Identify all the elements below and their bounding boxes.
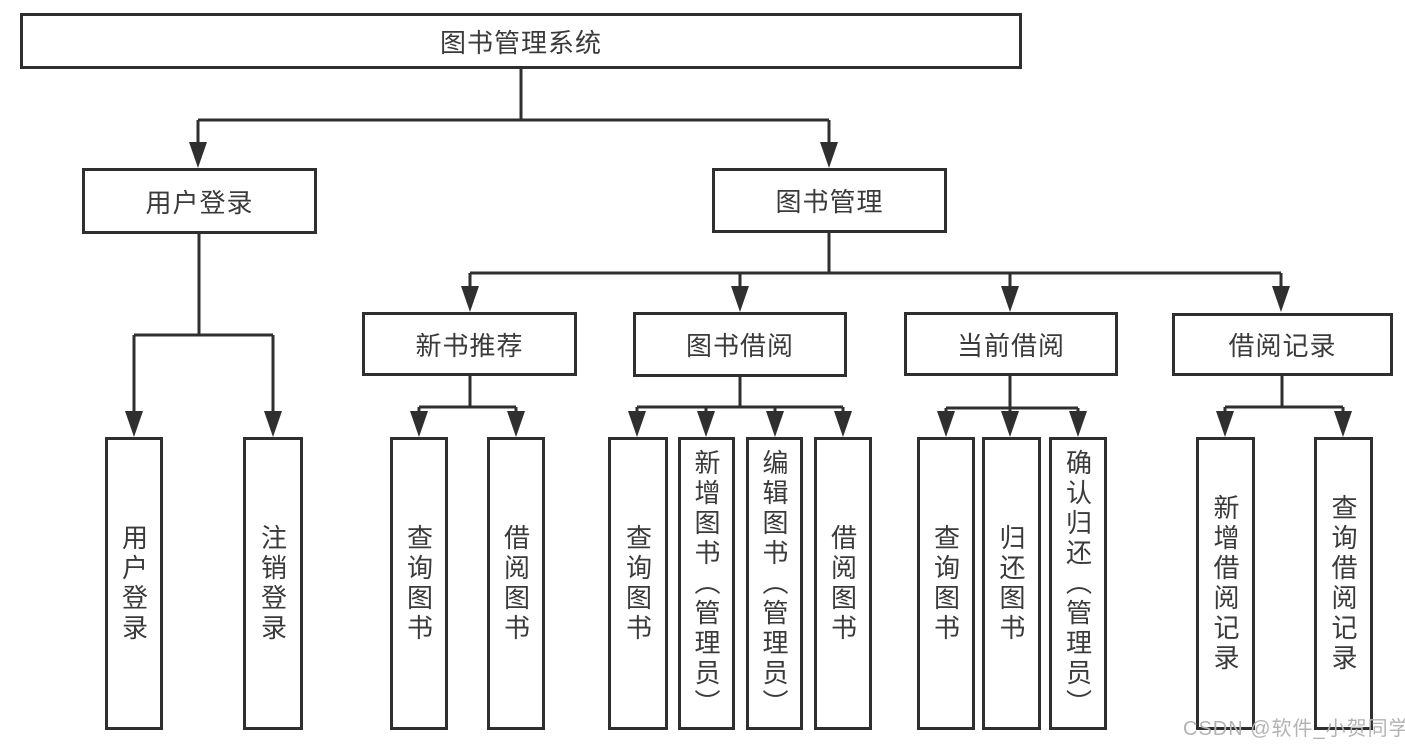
node-label: 新书推荐 xyxy=(415,330,524,361)
connector-borrow-to-leaves xyxy=(635,377,845,414)
leaf-logout: 注销登录 xyxy=(243,437,303,730)
node-label: 查询图书 xyxy=(403,523,434,644)
arrow-down-icon xyxy=(820,142,838,168)
node-label: 借阅图书 xyxy=(500,523,531,644)
node-borrow-records: 借阅记录 xyxy=(1172,313,1393,376)
connector-userlogin-to-leaves xyxy=(132,234,275,414)
node-label: 图书管理系统 xyxy=(439,27,602,58)
leaf-query-book-borrow: 查询图书 xyxy=(608,437,668,730)
leaf-borrow-book: 借阅图书 xyxy=(814,437,872,730)
arrow-down-icon xyxy=(1216,411,1234,437)
node-new-book-recommend: 新书推荐 xyxy=(362,312,577,376)
leaf-query-borrow-record: 查询借阅记录 xyxy=(1314,437,1373,730)
arrow-down-icon xyxy=(1001,286,1019,312)
connector-root-to-level1 xyxy=(196,69,831,145)
node-label: 用户登录 xyxy=(118,523,149,644)
leaf-add-book-admin: 新增图书（管理员） xyxy=(678,437,735,730)
arrow-down-icon xyxy=(125,411,143,437)
arrow-down-icon xyxy=(410,411,428,437)
node-label: 确认归还（管理员） xyxy=(1062,448,1093,719)
node-label: 查询图书 xyxy=(622,523,653,644)
node-label: 当前借阅 xyxy=(956,330,1065,361)
watermark: CSDN @软件_小贺同学 xyxy=(1183,718,1405,740)
node-label: 新增图书（管理员） xyxy=(691,448,721,719)
node-library-management-system: 图书管理系统 xyxy=(20,13,1022,69)
connector-recommend-to-leaves xyxy=(417,376,518,414)
leaf-add-borrow-record: 新增借阅记录 xyxy=(1196,437,1255,730)
arrow-down-icon xyxy=(1334,411,1352,437)
node-label: 图书管理 xyxy=(775,187,884,217)
node-label: 图书借阅 xyxy=(685,331,794,361)
leaf-return-book: 归还图书 xyxy=(982,437,1041,730)
node-current-borrow: 当前借阅 xyxy=(904,312,1118,376)
node-label: 注销登录 xyxy=(257,523,288,644)
node-label: 归还图书 xyxy=(996,523,1026,644)
arrow-down-icon xyxy=(507,411,525,437)
arrow-down-icon xyxy=(766,411,784,437)
node-book-borrow: 图书借阅 xyxy=(633,312,847,377)
leaf-query-book-recommend: 查询图书 xyxy=(390,437,448,730)
arrow-down-icon xyxy=(189,142,207,168)
node-label: 编辑图书（管理员） xyxy=(759,448,789,719)
node-label: 借阅记录 xyxy=(1228,331,1337,361)
node-user-login: 用户登录 xyxy=(82,168,317,234)
node-label: 查询借阅记录 xyxy=(1328,493,1358,674)
arrow-down-icon xyxy=(1001,411,1019,437)
arrow-down-icon xyxy=(1272,286,1290,312)
node-label: 新增借阅记录 xyxy=(1210,493,1240,674)
connector-current-to-leaves xyxy=(944,376,1080,414)
connector-records-to-leaves xyxy=(1223,376,1345,414)
arrow-down-icon xyxy=(461,286,479,312)
arrow-down-icon xyxy=(834,411,852,437)
arrow-down-icon xyxy=(628,411,646,437)
leaf-confirm-return-admin: 确认归还（管理员） xyxy=(1049,437,1107,730)
node-label: 借阅图书 xyxy=(827,523,858,644)
arrow-down-icon xyxy=(1069,411,1087,437)
leaf-user-login: 用户登录 xyxy=(105,437,163,730)
arrow-down-icon xyxy=(697,411,715,437)
node-label: 查询图书 xyxy=(930,523,961,644)
leaf-query-book-current: 查询图书 xyxy=(917,437,975,730)
leaf-borrow-book-recommend: 借阅图书 xyxy=(487,437,545,730)
arrow-down-icon xyxy=(264,411,282,437)
arrow-down-icon xyxy=(937,411,955,437)
node-label: 用户登录 xyxy=(145,187,254,218)
arrow-down-icon xyxy=(731,286,749,312)
leaf-edit-book-admin: 编辑图书（管理员） xyxy=(746,437,803,730)
node-book-management: 图书管理 xyxy=(712,168,947,233)
connector-bookmgmt-to-level2 xyxy=(468,233,1283,289)
arrowheads xyxy=(125,142,1352,437)
